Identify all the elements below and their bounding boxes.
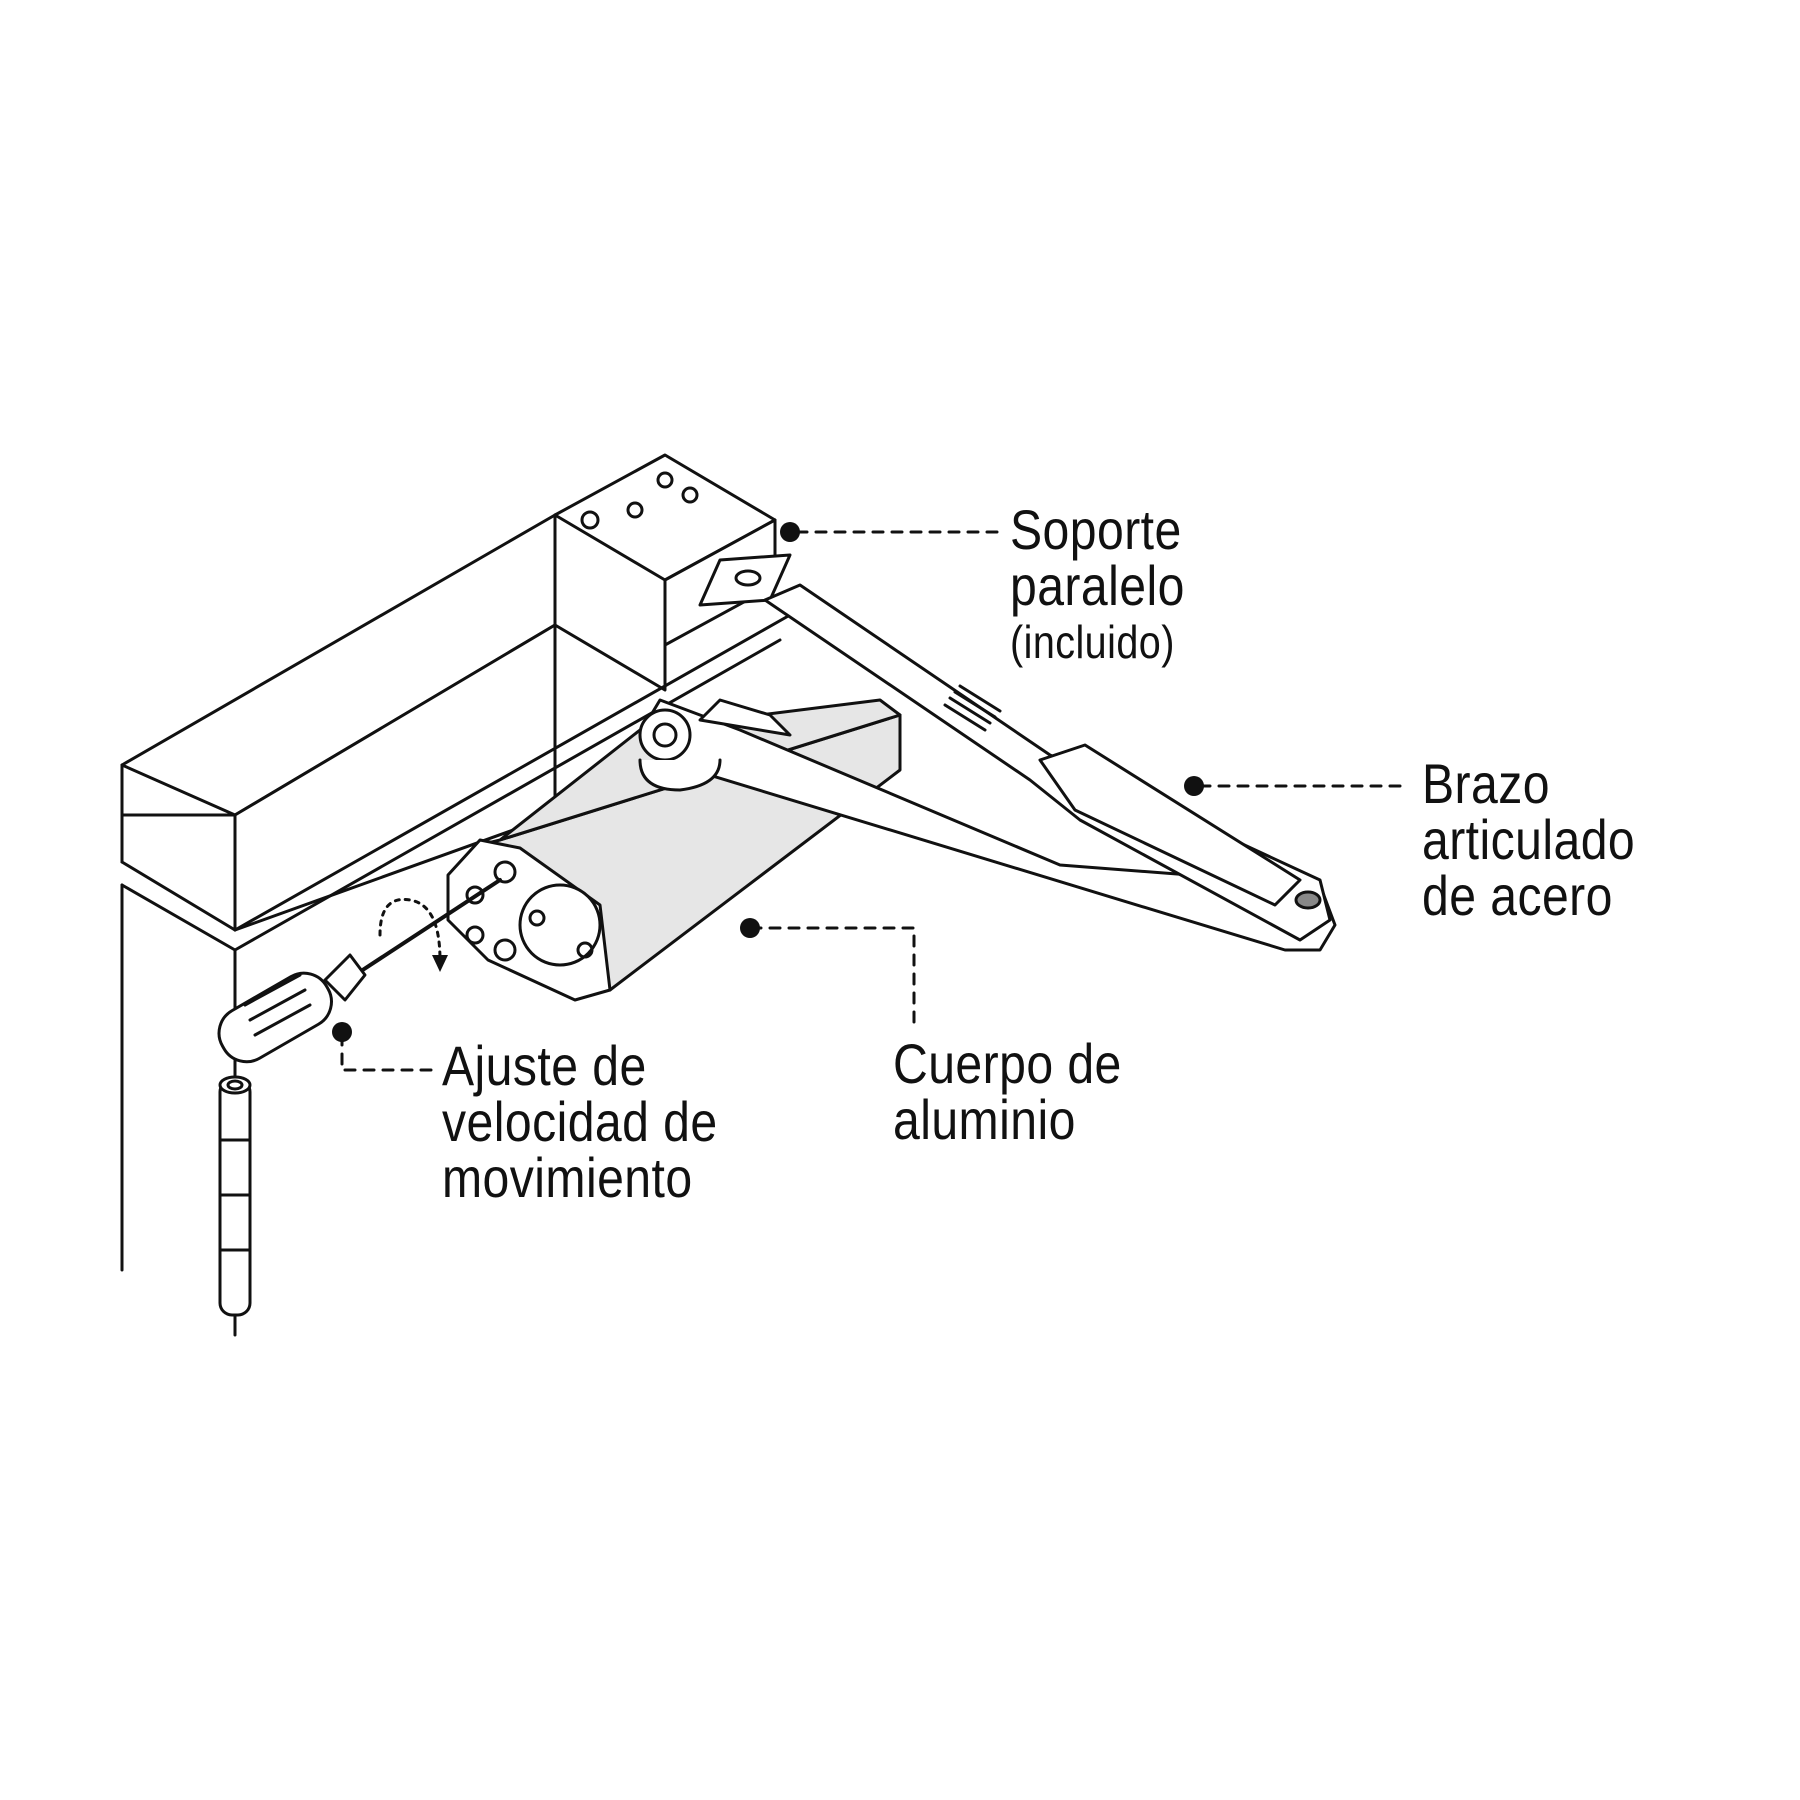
callout-adjustment-line3: movimiento xyxy=(442,1146,693,1209)
steel-arm xyxy=(638,583,1337,952)
callout-bracket-line1: Soporte xyxy=(1010,498,1182,561)
callout-adjustment-line2: velocidad de xyxy=(442,1090,718,1153)
callout-bracket-line3: (incluido) xyxy=(1010,616,1175,668)
parallel-bracket xyxy=(553,453,792,692)
callout-steel-arm: Brazo articulado de acero xyxy=(1422,756,1635,924)
door-hinge xyxy=(218,1075,252,1317)
callout-speed-adjustment: Ajuste de velocidad de movimiento xyxy=(442,1038,718,1206)
callout-body-line1: Cuerpo de xyxy=(893,1032,1122,1095)
callout-arm-line2: articulado xyxy=(1422,808,1636,871)
callout-aluminium-body: Cuerpo de aluminio xyxy=(893,1036,1122,1148)
door-frame-header xyxy=(120,513,557,932)
callout-arm-line1: Brazo xyxy=(1422,752,1550,815)
rotation-arrow-icon xyxy=(378,897,442,962)
screwdriver xyxy=(217,878,502,1064)
callout-parallel-bracket: Soporte paralelo (incluido) xyxy=(1010,502,1185,670)
callout-bracket-line2: paralelo xyxy=(1010,554,1185,617)
callout-adjustment-line1: Ajuste de xyxy=(442,1034,647,1097)
callout-body-line2: aluminio xyxy=(893,1088,1076,1151)
callout-arm-line3: de acero xyxy=(1422,864,1613,927)
